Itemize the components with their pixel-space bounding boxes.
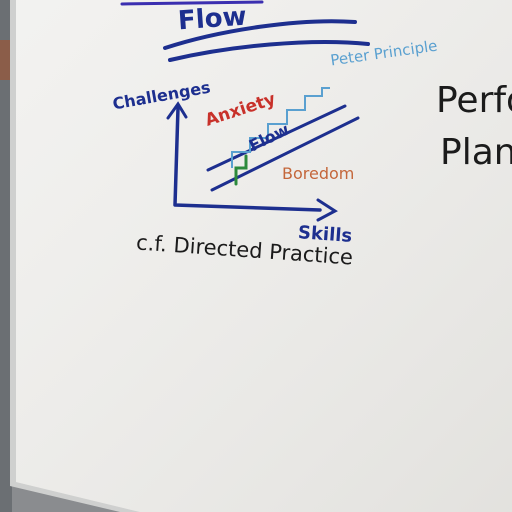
y-axis-arrowhead bbox=[166, 101, 188, 120]
green-staircase bbox=[234, 154, 248, 186]
board-shading bbox=[16, 0, 512, 512]
flow-curve-1 bbox=[163, 19, 357, 50]
right-text-line2: Plan bbox=[440, 132, 512, 173]
left-edge bbox=[0, 0, 12, 512]
top-underline bbox=[120, 0, 264, 6]
peter-principle-staircase bbox=[231, 87, 330, 168]
flow-curve-2 bbox=[168, 40, 370, 62]
chart-axes bbox=[173, 106, 322, 212]
boredom-label: Boredom bbox=[282, 164, 355, 183]
x-axis-arrowhead bbox=[316, 198, 338, 222]
board-title: Flow bbox=[177, 1, 248, 37]
flow-channel-upper-line bbox=[206, 104, 347, 172]
left-object bbox=[0, 40, 12, 80]
right-text-line1: Perfo bbox=[436, 80, 512, 121]
